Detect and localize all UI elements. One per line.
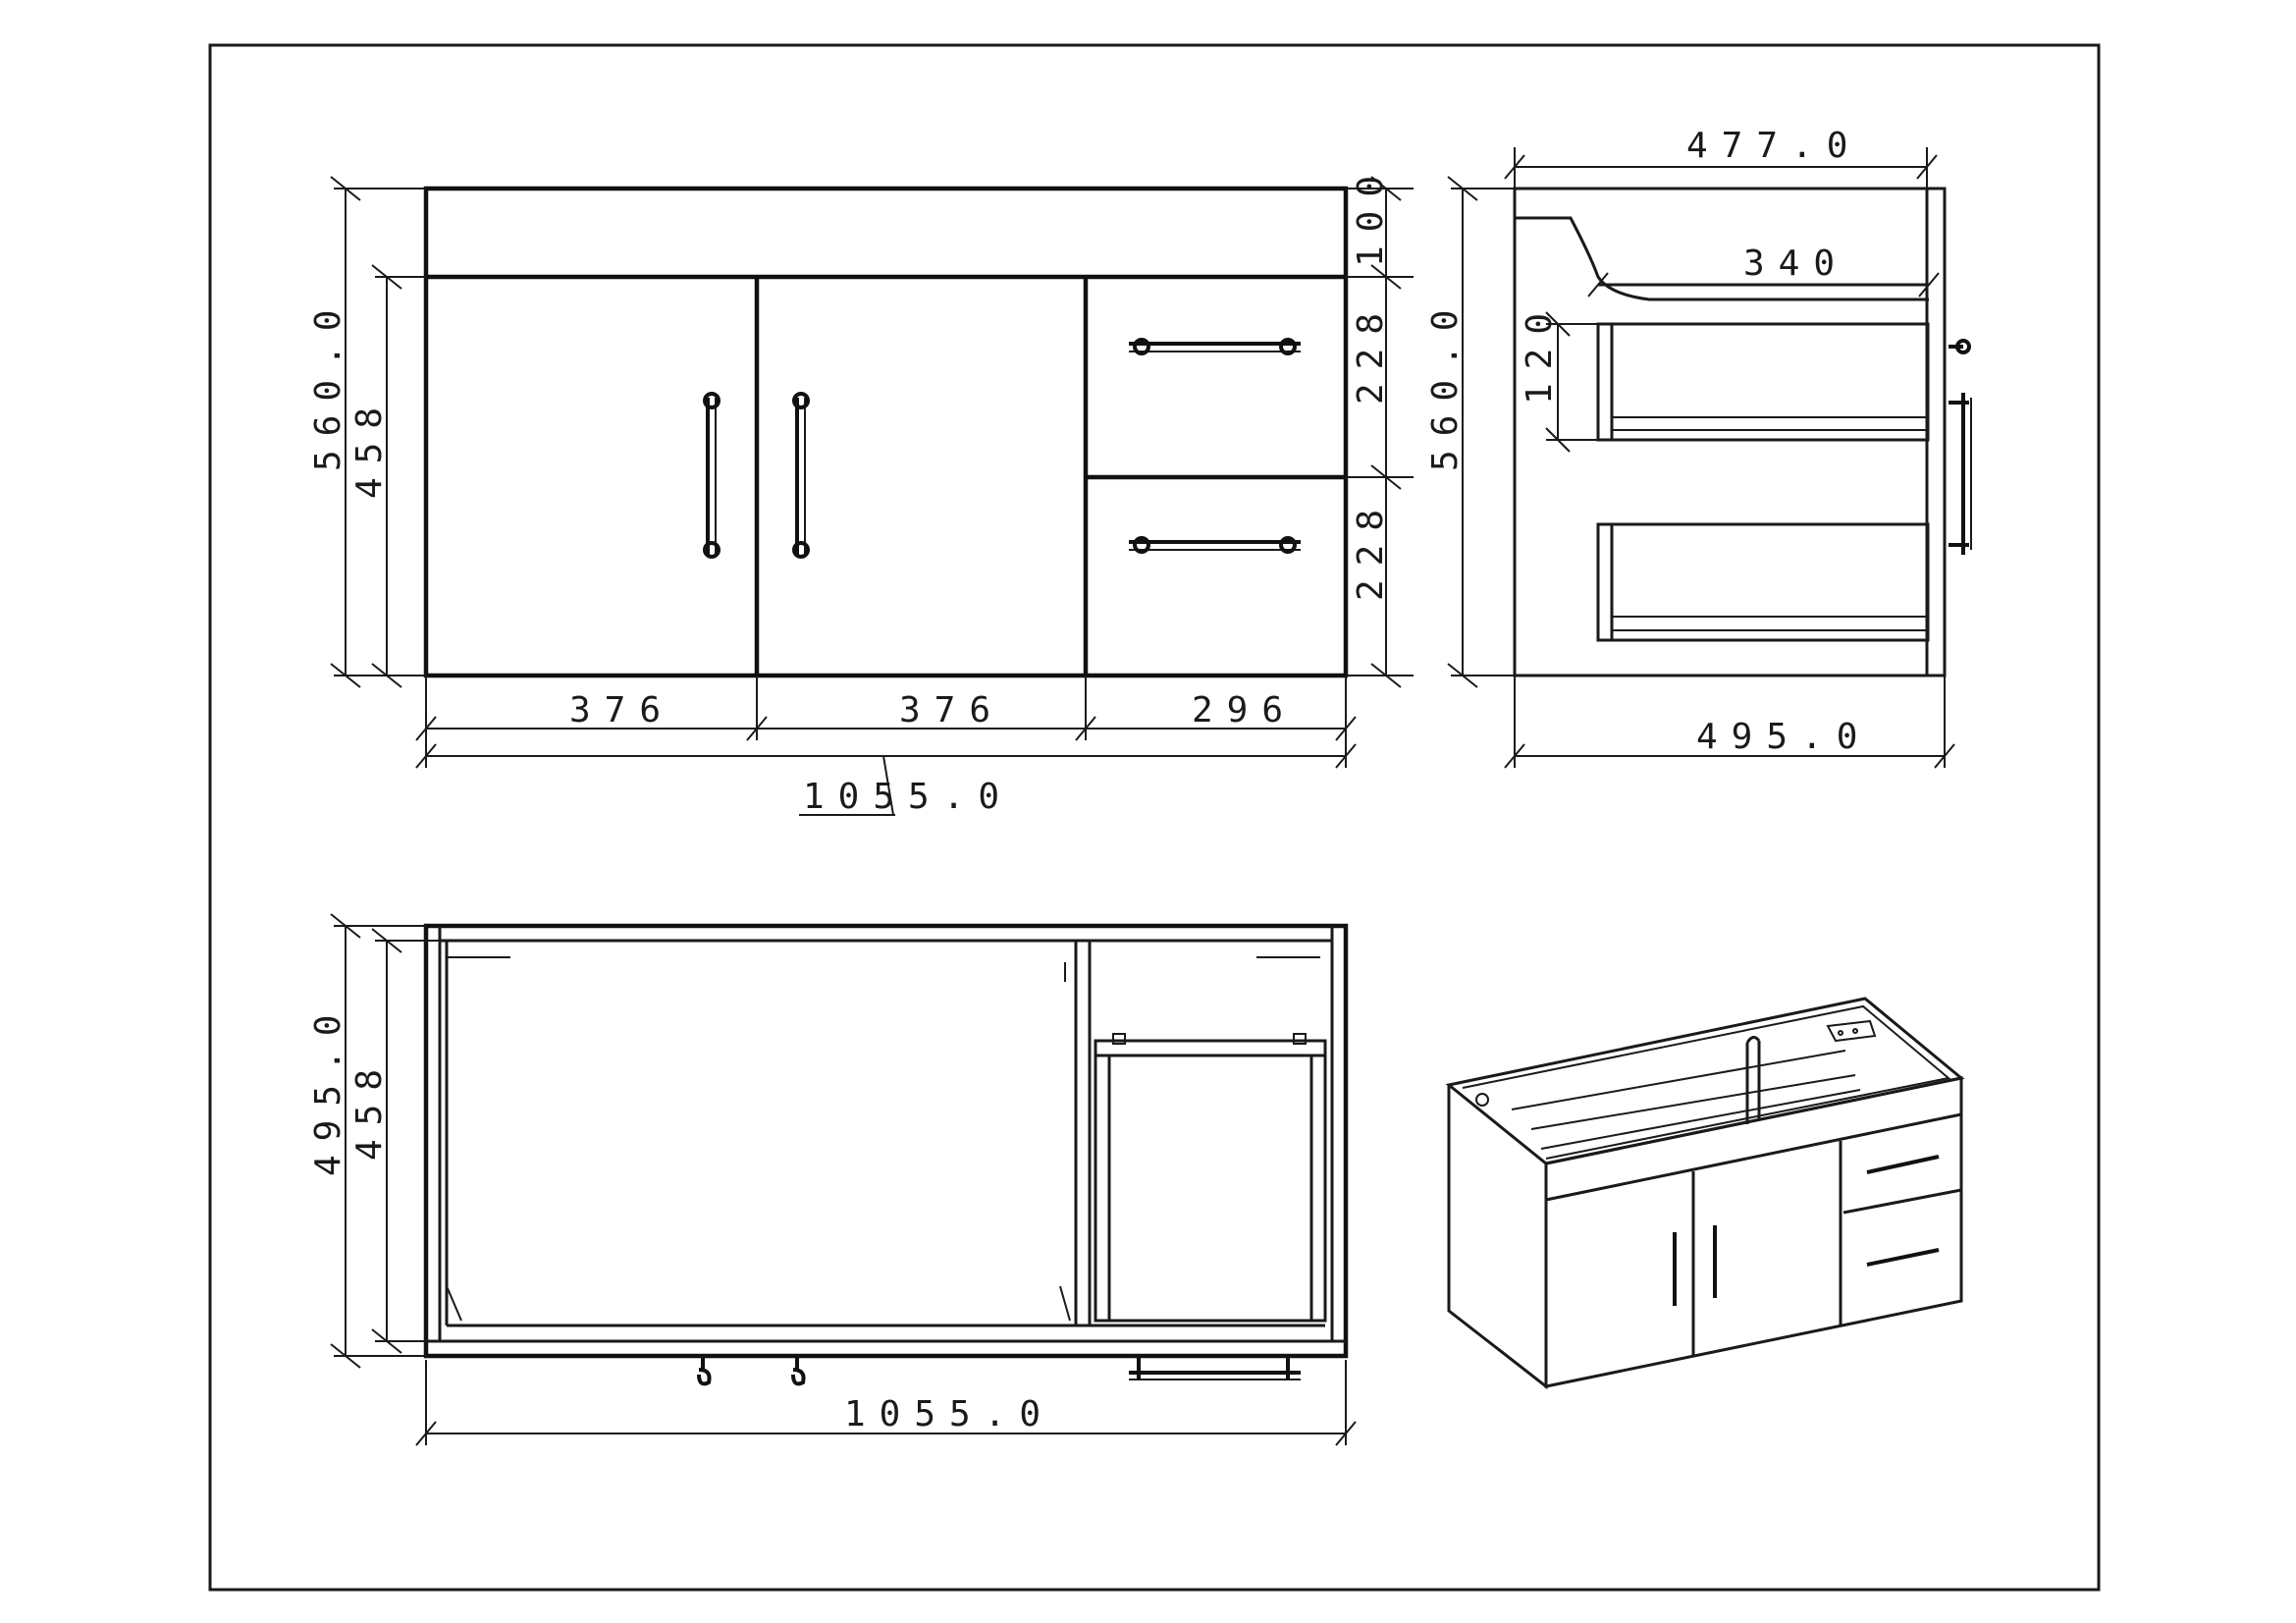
plan-door-knobs: [697, 1356, 806, 1386]
iso-left-side: [1447, 1085, 1548, 1390]
drawing-frame: [208, 43, 2101, 1592]
dim-front-body-height: 458: [349, 394, 390, 499]
plan-view: 495.0 458 1055.0: [308, 913, 1357, 1446]
dim-front-drawer-top: 228: [1351, 299, 1391, 405]
plan-drawer-box: [1094, 1033, 1327, 1323]
iso-drawer-handles: [1866, 1155, 1940, 1267]
dim-front-top-panel: 100: [1351, 162, 1391, 267]
dim-front-total-width: 1055.0: [803, 777, 1013, 817]
front-vertical-dimension-lines: [330, 176, 426, 688]
side-cabinet-outline: [1513, 187, 1947, 677]
drawer-handle-bottom: [1129, 536, 1301, 554]
dim-side-inner-depth: 340: [1743, 243, 1848, 284]
dim-side-top-depth: 477.0: [1686, 126, 1861, 166]
dim-front-door-right: 376: [899, 690, 1004, 730]
dim-plan-total-width: 1055.0: [844, 1394, 1054, 1434]
drawer-handle-top: [1129, 338, 1301, 355]
plan-drawer-handle: [1129, 1356, 1301, 1380]
front-right-dimension-lines: [1346, 176, 1414, 688]
dim-plan-total-depth: 495.0: [308, 1001, 348, 1176]
dim-side-drawer-height: 120: [1520, 299, 1560, 405]
plan-cabinet-outline: [423, 923, 1349, 1359]
dim-side-total-depth: 495.0: [1696, 717, 1871, 757]
front-cabinet-outline: [423, 186, 1349, 678]
side-upper-drawer: [1596, 322, 1930, 442]
side-dimension-lines: [1447, 147, 1955, 769]
front-view: 560.0 458 100 228 228 376 376 296 1055.0: [308, 162, 1414, 817]
dim-front-door-left: 376: [569, 690, 674, 730]
door-handle-right: [792, 392, 810, 559]
isometric-view: [1445, 997, 1965, 1390]
dim-plan-inner-depth: 458: [349, 1055, 390, 1161]
iso-sink-channel: [1511, 1050, 1861, 1150]
side-lower-drawer: [1596, 522, 1930, 642]
side-handle: [1949, 339, 1972, 555]
plan-dimension-lines: [330, 913, 1357, 1446]
door-handle-left: [703, 392, 721, 559]
side-sink-curve: [1515, 216, 1929, 301]
dim-side-total-height: 560.0: [1425, 297, 1466, 471]
dim-front-drawer-width: 296: [1192, 690, 1297, 730]
iso-front-face: [1544, 1076, 1963, 1388]
iso-door-handles: [1673, 1225, 1717, 1306]
dim-front-drawer-bottom: 228: [1351, 496, 1391, 601]
dim-front-total-height: 560.0: [308, 297, 348, 471]
front-horizontal-dimension-lines: [415, 676, 1357, 816]
side-view: 477.0 340 120 560.0 495.0: [1425, 126, 1972, 769]
plan-hinge-marks: [446, 956, 1320, 1322]
